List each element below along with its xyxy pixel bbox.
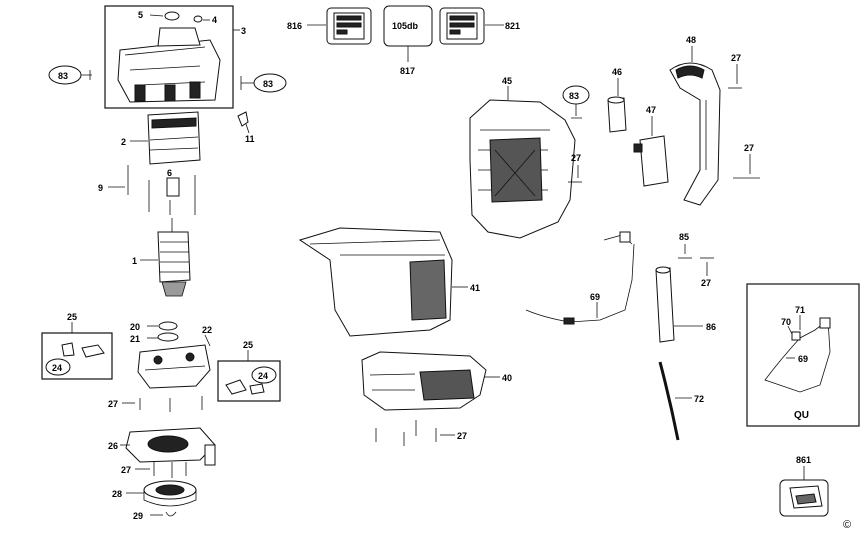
label-22: 22 [202, 325, 212, 335]
label-86: 86 [706, 322, 716, 332]
screw-27-housing: 27 [568, 153, 582, 183]
label-plates: 816 105db 817 821 [287, 5, 520, 76]
callout-83-right: 83 [240, 73, 287, 93]
label-72: 72 [694, 394, 704, 404]
label-45: 45 [502, 76, 512, 86]
bearings-20-21: 20 21 [130, 321, 179, 344]
brush-and-screws: 6 9 [98, 165, 196, 215]
switch-47: 47 [633, 105, 669, 187]
screws-27-lower: 27 [121, 462, 187, 478]
clutch-assembly: 26 [108, 427, 216, 466]
label-83-upper: 83 [569, 91, 579, 101]
power-cord-72: 72 [658, 361, 704, 441]
label-821: 821 [505, 21, 520, 31]
gear-case: 41 [298, 227, 480, 337]
screw-11: 11 [237, 111, 255, 144]
kit-box-861: 861 [779, 455, 829, 517]
label-71: 71 [795, 305, 805, 315]
screws-27-upper: 27 [108, 396, 203, 412]
switch-cap-46: 46 [607, 67, 627, 133]
label-816: 816 [287, 21, 302, 31]
label-27-e: 27 [744, 143, 754, 153]
label-46: 46 [612, 67, 622, 77]
label-861: 861 [796, 455, 811, 465]
kit-25-right: 24 25 [217, 340, 281, 402]
wiring-69: 69 [525, 231, 635, 325]
cap-part-4 [193, 15, 203, 23]
label-69-b: 69 [798, 354, 808, 364]
intermediate-plate: 22 [137, 325, 212, 389]
sound-power-text: 105db [392, 21, 419, 31]
cable-guard-86: 86 [655, 266, 716, 343]
label-40: 40 [502, 373, 512, 383]
label-qu: QU [794, 410, 809, 421]
label-27-d: 27 [731, 53, 741, 63]
kit-25-left: 24 25 [41, 312, 113, 380]
label-9: 9 [98, 183, 103, 193]
label-83-right: 83 [263, 79, 273, 89]
label-29: 29 [133, 511, 143, 521]
label-27-c: 27 [571, 153, 581, 163]
label-83-left: 83 [58, 71, 68, 81]
front-ring: 28 [112, 480, 197, 507]
label-3: 3 [241, 26, 246, 36]
label-47: 47 [646, 105, 656, 115]
qu-variant-box: 71 70 69 QU [746, 283, 860, 427]
label-27-f: 27 [457, 431, 467, 441]
label-25-right: 25 [243, 340, 253, 350]
callout-83-left: 83 [48, 65, 92, 85]
label-21: 21 [130, 334, 140, 344]
cap-part-5 [164, 11, 180, 21]
label-20: 20 [130, 322, 140, 332]
label-25-left: 25 [67, 312, 77, 322]
screws-85: 85 27 [678, 232, 714, 288]
label-1: 1 [132, 256, 137, 266]
field-stator: 2 [121, 111, 201, 165]
label-27-b: 27 [121, 465, 131, 475]
label-5: 5 [138, 10, 143, 20]
label-27-a: 27 [108, 399, 118, 409]
label-85: 85 [679, 232, 689, 242]
armature: 1 [132, 218, 191, 297]
label-24-right: 24 [258, 371, 268, 381]
lower-housing: 40 [361, 351, 512, 411]
screws-27-bottom: 27 [375, 420, 467, 446]
label-69-a: 69 [590, 292, 600, 302]
label-48: 48 [686, 35, 696, 45]
label-28: 28 [112, 489, 122, 499]
gear-housing-group: 5 4 3 [104, 5, 246, 109]
label-4: 4 [212, 15, 217, 25]
motor-housing: 45 [469, 76, 576, 239]
copyright-mark: © [843, 519, 851, 531]
label-2: 2 [121, 137, 126, 147]
label-26: 26 [108, 441, 118, 451]
label-24-left: 24 [52, 363, 62, 373]
screw-29: 29 [133, 511, 177, 521]
callout-83-upper: 83 [562, 85, 590, 119]
label-27-g: 27 [701, 278, 711, 288]
label-41: 41 [470, 283, 480, 293]
label-70: 70 [781, 317, 791, 327]
screws-27-handle: 27 27 [728, 53, 760, 179]
label-817: 817 [400, 66, 415, 76]
rear-handle: 48 [669, 35, 721, 206]
label-11: 11 [245, 134, 255, 144]
gear-housing-frame [104, 5, 234, 109]
label-6: 6 [167, 168, 172, 178]
